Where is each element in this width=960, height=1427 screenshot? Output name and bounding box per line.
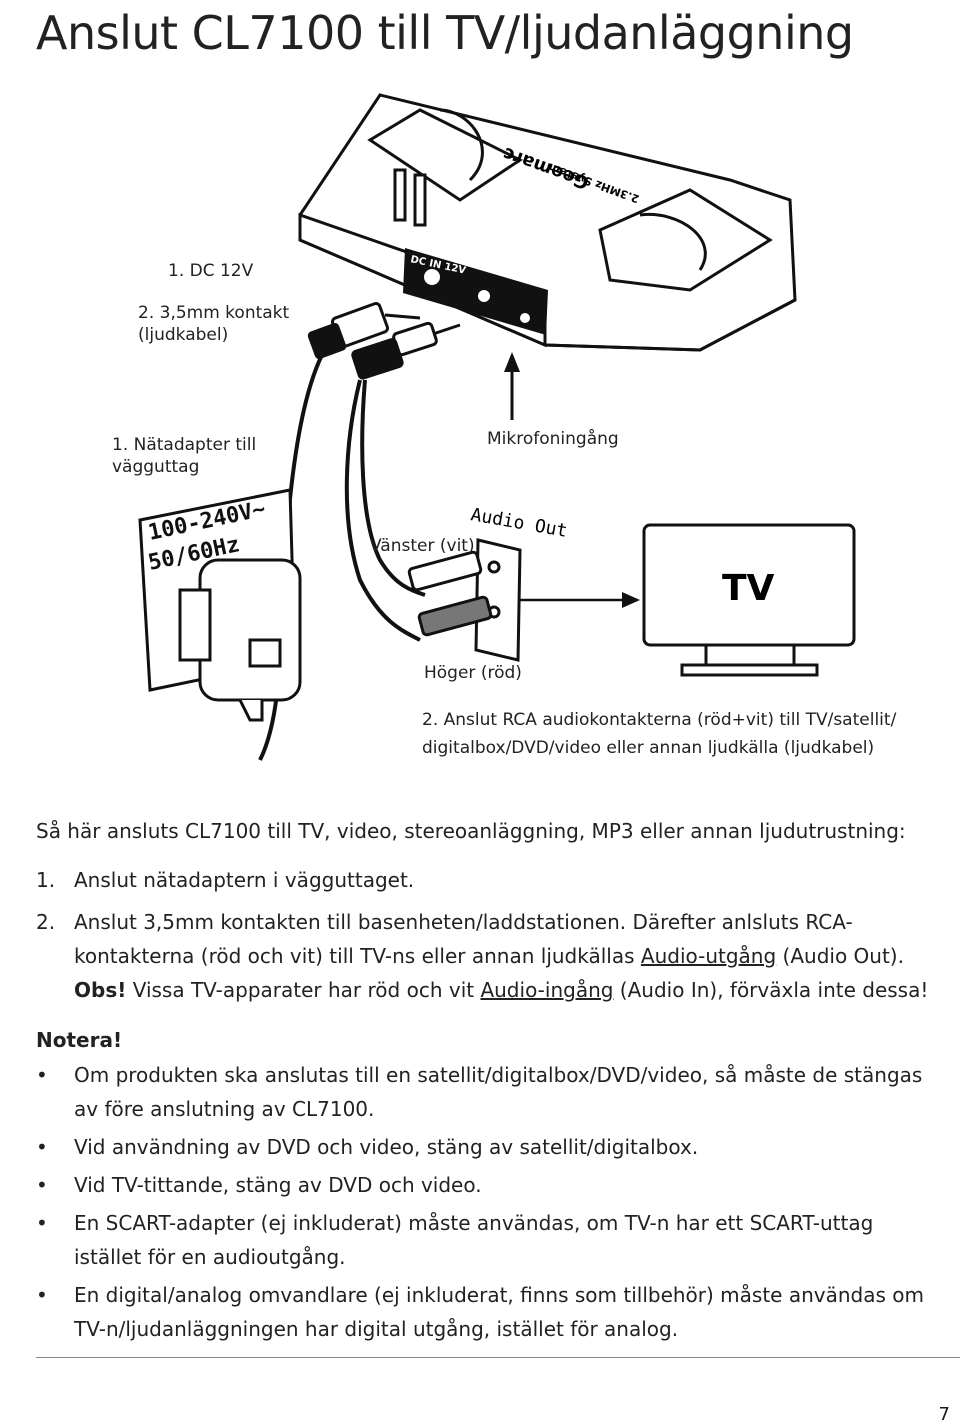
step-1: 1.Anslut nätadaptern i vägguttaget. [36, 868, 415, 892]
connection-diagram: DC IN 12V Geemarc 2.3MHz System 100-240V… [138, 93, 856, 761]
note-item: •Vid TV-tittande, stäng av DVD och video… [36, 1173, 482, 1197]
note-item: •Vid användning av DVD och video, stäng … [36, 1135, 699, 1159]
intro-text: Så här ansluts CL7100 till TV, video, st… [36, 819, 906, 843]
label-adapter: 1. Nätadapter till vägguttag [112, 435, 257, 477]
step2-caption: 2. Anslut RCA audiokontakterna (röd+vit)… [422, 710, 897, 758]
label-left: Vänster (vit) [370, 536, 475, 556]
tv-text: TV [722, 568, 775, 609]
notes-list: •Om produkten ska anslutas till en satel… [36, 1058, 936, 1346]
tv-icon [642, 523, 856, 677]
label-jack: 2. 3,5mm kontakt (ljudkabel) [138, 303, 290, 345]
back-panel: DC IN 12V [403, 248, 548, 335]
note-item: •En SCART-adapter (ej inkluderat) måste … [36, 1211, 874, 1269]
label-right: Höger (röd) [424, 663, 522, 683]
footer-rule [36, 1357, 960, 1358]
audio-out-link: Audio-utgång [640, 944, 777, 968]
wall-outlet [138, 488, 302, 722]
page-title: Anslut CL7100 till TV/ljudanläggning [36, 6, 854, 60]
dc-plug [307, 301, 421, 360]
step-2: 2. Anslut 3,5mm kontakten till basenhete… [36, 910, 929, 1002]
note-item: •En digital/analog omvandlare (ej inklud… [36, 1283, 924, 1341]
page-number: 7 [938, 1404, 950, 1425]
jack-plug [351, 321, 461, 380]
audio-out-text: Audio Out [469, 504, 569, 542]
label-mic: Mikrofoningång [487, 429, 619, 449]
label-dc: 1. DC 12V [168, 261, 254, 281]
note-item: •Om produkten ska anslutas till en satel… [36, 1063, 923, 1121]
rca-plate [407, 538, 522, 662]
audio-in-link: Audio-ingång [480, 978, 614, 1002]
audio-cable [344, 379, 421, 642]
notes-title: Notera! [36, 1028, 123, 1052]
